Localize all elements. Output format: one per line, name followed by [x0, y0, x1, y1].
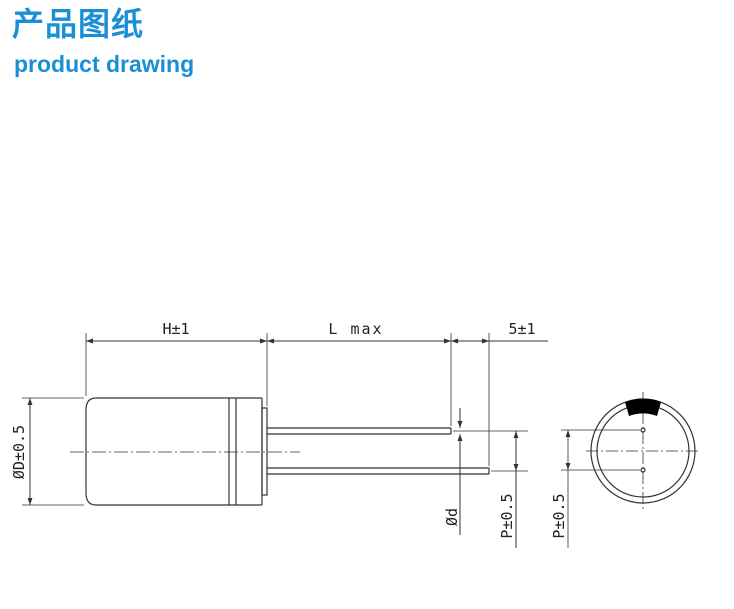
end-extension-lines: [561, 429, 640, 548]
rubber-seal: [261, 407, 268, 496]
label-lead-diameter: Ød: [443, 508, 461, 526]
title-chinese: 产品图纸: [12, 5, 145, 43]
polarity-marker: [625, 398, 661, 416]
lead-dot-upper: [640, 427, 646, 433]
label-h: H±1: [162, 320, 189, 338]
lead-lower: [267, 467, 490, 475]
label-lead-extension: 5±1: [508, 320, 535, 338]
label-pitch-side: P±0.5: [498, 493, 516, 538]
capacitor-body: [85, 397, 263, 506]
body-crimp: [228, 398, 237, 505]
lead-upper: [267, 427, 452, 435]
label-diameter: ØD±0.5: [10, 425, 28, 479]
side-view: [70, 397, 490, 506]
label-pitch-end: P±0.5: [550, 493, 568, 538]
lead-dot-lower: [640, 467, 646, 473]
extension-lines: [22, 333, 528, 506]
title-english: product drawing: [14, 51, 195, 77]
label-l-max: L max: [328, 320, 383, 338]
dimension-lines: [27, 338, 548, 548]
